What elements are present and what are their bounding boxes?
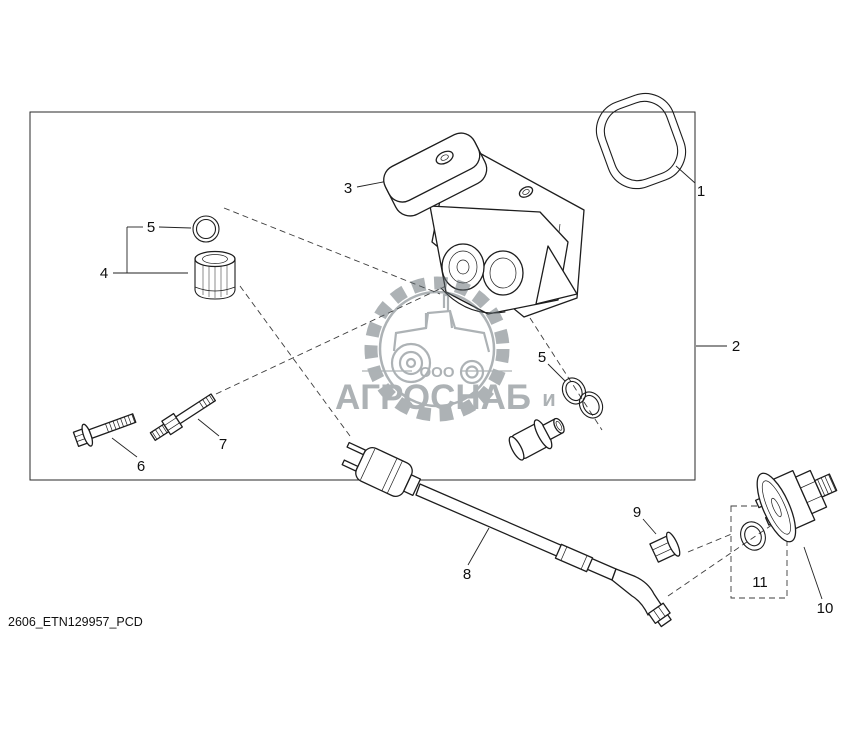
callout-3: 3 [344,180,352,197]
watermark-suffix: и [542,386,556,411]
housing-part [383,132,585,318]
bolt-part [72,413,137,447]
item-11-dashed-box [730,505,788,599]
callout-1: 1 [697,183,705,200]
watermark: ООО АГРОСНАБ и [335,276,556,422]
stud-part [149,393,217,442]
oring-lower-a-part [561,377,587,405]
fitting-part [508,417,565,461]
bushing-part [194,250,236,300]
callout-7: 7 [219,436,227,453]
projection-lines [215,207,788,599]
gear-icon [364,276,510,422]
oring-lower-b-part [578,391,604,419]
heater-plug-part [755,469,838,543]
callout-8: 8 [463,566,471,583]
leader-lines [111,165,823,600]
washer-part [740,521,766,551]
oring-upper-part [192,215,220,243]
callout-6: 6 [137,458,145,475]
heater-tube-part [341,441,672,628]
callout-11: 11 [752,574,768,591]
callout-2: 2 [732,338,740,355]
watermark-ooo: ООО [419,364,454,381]
tractor-icon [390,293,491,385]
gasket-part [595,92,687,190]
callout-4: 4 [100,265,108,282]
power-plug [341,441,422,497]
part-code: 2606_ETN129957_PCD [8,615,143,629]
nut-part [649,531,681,563]
watermark-name: АГРОСНАБ [335,378,531,417]
callout-5-upper: 5 [147,219,155,236]
callout-10: 10 [817,600,834,617]
callout-9: 9 [633,504,641,521]
callouts: 1 2 3 4 5 5 6 7 8 9 10 11 [100,180,834,617]
callout-5-lower: 5 [538,349,546,366]
